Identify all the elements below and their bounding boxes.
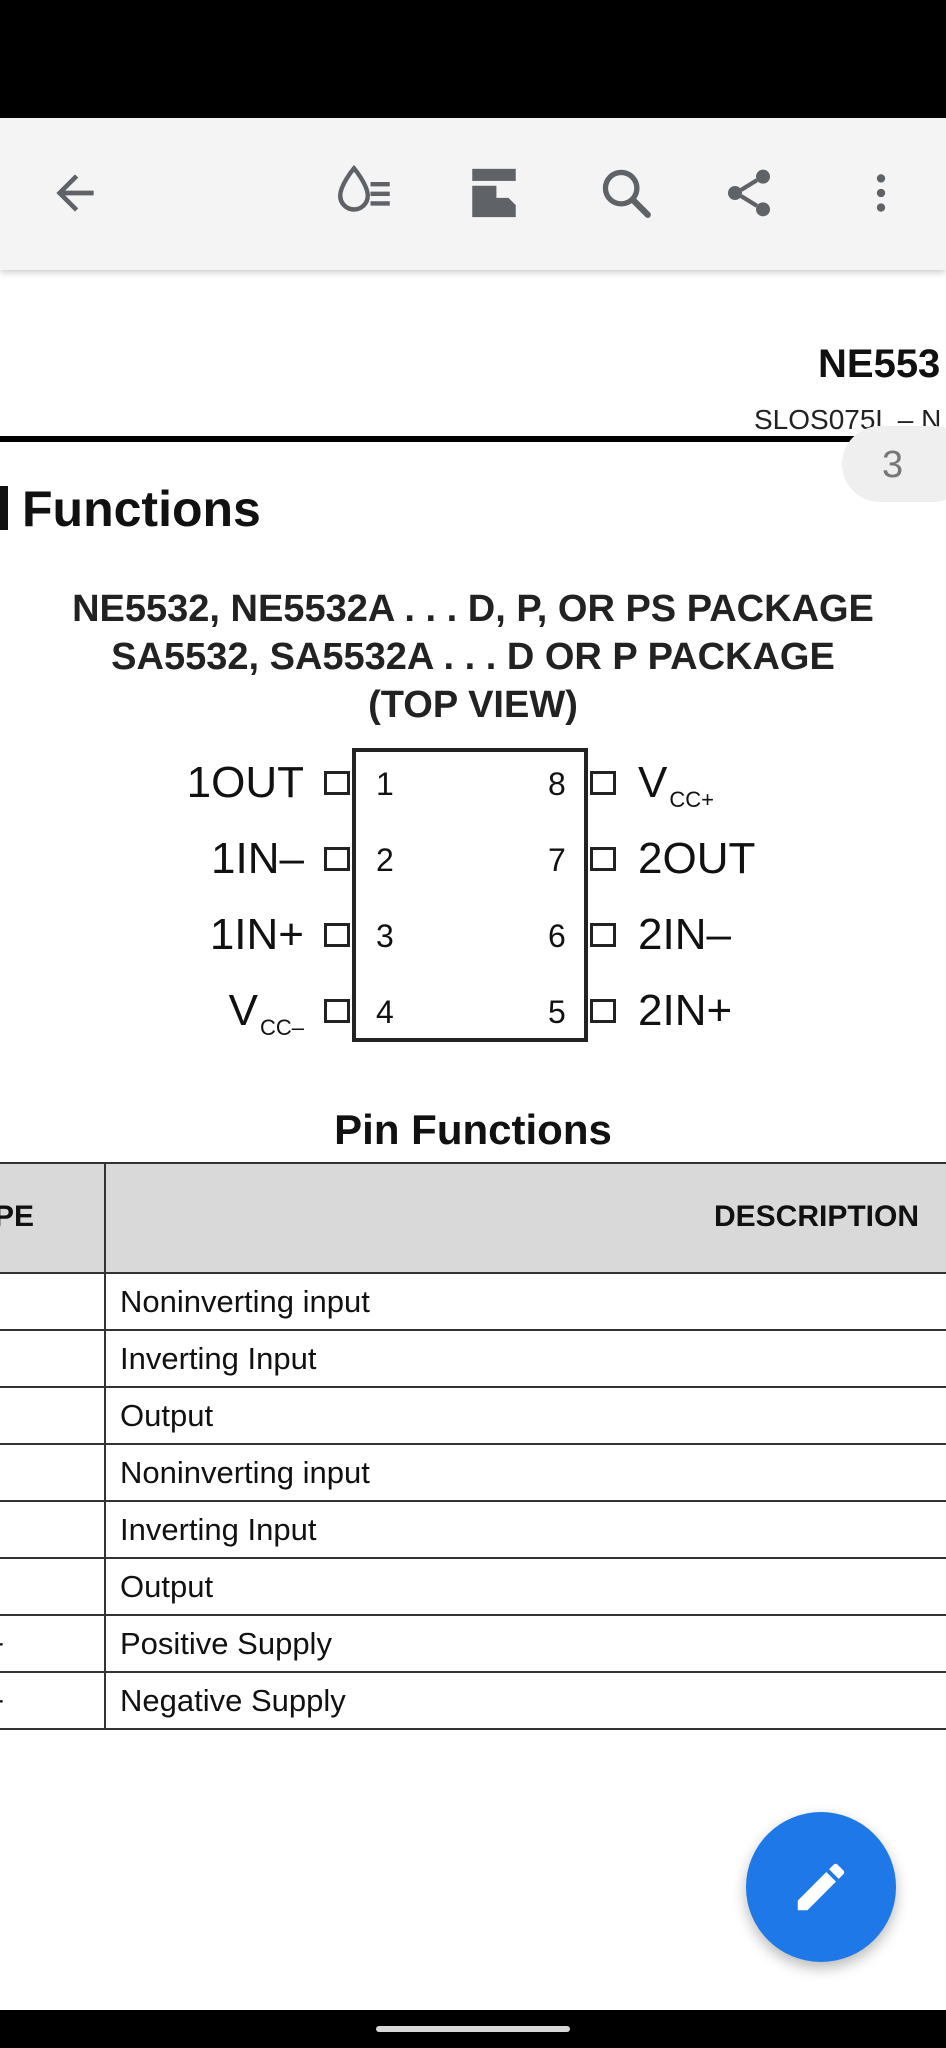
pin-7-box bbox=[590, 847, 616, 871]
system-nav-bar bbox=[0, 2010, 946, 2048]
home-indicator[interactable] bbox=[376, 2026, 570, 2032]
pin-1-number: 1 bbox=[376, 766, 394, 802]
row-description: Noninverting input bbox=[120, 1455, 370, 1490]
row-description: Output bbox=[120, 1569, 214, 1604]
clipped-glyph bbox=[0, 486, 8, 530]
table-row: Noninverting input bbox=[0, 1445, 946, 1502]
pin-8-box bbox=[590, 771, 616, 795]
page-layout-icon[interactable] bbox=[459, 158, 529, 228]
pin-6-box bbox=[590, 923, 616, 947]
pin-6-label: 2IN– bbox=[638, 910, 731, 959]
row-description: Negative Supply bbox=[120, 1683, 346, 1718]
package-line-2: SA5532, SA5532A . . . D OR P PACKAGE bbox=[111, 636, 835, 678]
pin-functions-title: Pin Functions bbox=[334, 1106, 612, 1153]
pin-4-label: VCC– bbox=[228, 986, 304, 1040]
pin-5-label: 2IN+ bbox=[638, 986, 733, 1035]
table-row: - Negative Supply bbox=[0, 1673, 946, 1730]
pin-8-number: 8 bbox=[548, 766, 566, 802]
row-description: Inverting Input bbox=[120, 1341, 317, 1376]
pin-7-label: 2OUT bbox=[638, 834, 756, 883]
row-description: Output bbox=[120, 1398, 214, 1433]
pin-5-number: 5 bbox=[548, 994, 566, 1030]
pin-4-number: 4 bbox=[376, 994, 394, 1030]
section-heading-text: Functions bbox=[22, 481, 261, 537]
row-type: - bbox=[0, 1683, 4, 1717]
edit-pencil-icon bbox=[797, 1863, 845, 1911]
header-description: DESCRIPTION bbox=[714, 1200, 920, 1233]
pin-2-box bbox=[324, 847, 350, 871]
pin-2-label: 1IN– bbox=[211, 834, 304, 883]
row-description: Noninverting input bbox=[120, 1284, 370, 1319]
page-number-badge: 3 bbox=[842, 426, 946, 502]
pin-5-box bbox=[590, 999, 616, 1023]
package-line-1: NE5532, NE5532A . . . D, P, OR PS PACKAG… bbox=[72, 588, 874, 630]
document-title: NE553 bbox=[818, 342, 941, 386]
ic-chip-outline bbox=[352, 748, 588, 1042]
header-type: PE bbox=[0, 1200, 35, 1233]
pin-2-number: 2 bbox=[376, 842, 394, 878]
pin-1-label: 1OUT bbox=[186, 758, 304, 807]
top-toolbar bbox=[0, 118, 946, 270]
pin-3-label: 1IN+ bbox=[209, 910, 304, 959]
table-row: Noninverting input bbox=[0, 1274, 946, 1331]
table-row: Output bbox=[0, 1559, 946, 1616]
pin-4-box bbox=[324, 999, 350, 1023]
reading-mode-icon[interactable] bbox=[330, 158, 400, 228]
pin-6-number: 6 bbox=[548, 918, 566, 954]
pin-3-box bbox=[324, 923, 350, 947]
search-icon[interactable] bbox=[591, 158, 661, 228]
pin-7-number: 7 bbox=[548, 842, 566, 878]
header-rule bbox=[0, 436, 946, 442]
table-row: Output bbox=[0, 1388, 946, 1445]
section-heading: Functions bbox=[0, 480, 261, 538]
table-row: Inverting Input bbox=[0, 1331, 946, 1388]
back-arrow-icon[interactable] bbox=[40, 158, 110, 228]
row-description: Positive Supply bbox=[120, 1626, 332, 1661]
package-line-3: (TOP VIEW) bbox=[368, 684, 578, 726]
table-header-row: PE DESCRIPTION bbox=[0, 1162, 946, 1274]
pin-8-label: VCC+ bbox=[638, 758, 714, 812]
more-options-icon[interactable] bbox=[846, 158, 916, 228]
share-icon[interactable] bbox=[714, 158, 784, 228]
table-column-divider bbox=[104, 1162, 106, 1728]
table-row: - Positive Supply bbox=[0, 1616, 946, 1673]
edit-fab-button[interactable] bbox=[746, 1812, 896, 1962]
pin-3-number: 3 bbox=[376, 918, 394, 954]
table-row: Inverting Input bbox=[0, 1502, 946, 1559]
pin-1-box bbox=[324, 771, 350, 795]
row-type: - bbox=[0, 1626, 4, 1660]
status-bar bbox=[0, 0, 946, 118]
page-number: 3 bbox=[882, 444, 904, 486]
pdf-page[interactable]: NE553 SLOS075L – N 3 Functions NE5532, N… bbox=[0, 270, 946, 2010]
row-description: Inverting Input bbox=[120, 1512, 317, 1547]
